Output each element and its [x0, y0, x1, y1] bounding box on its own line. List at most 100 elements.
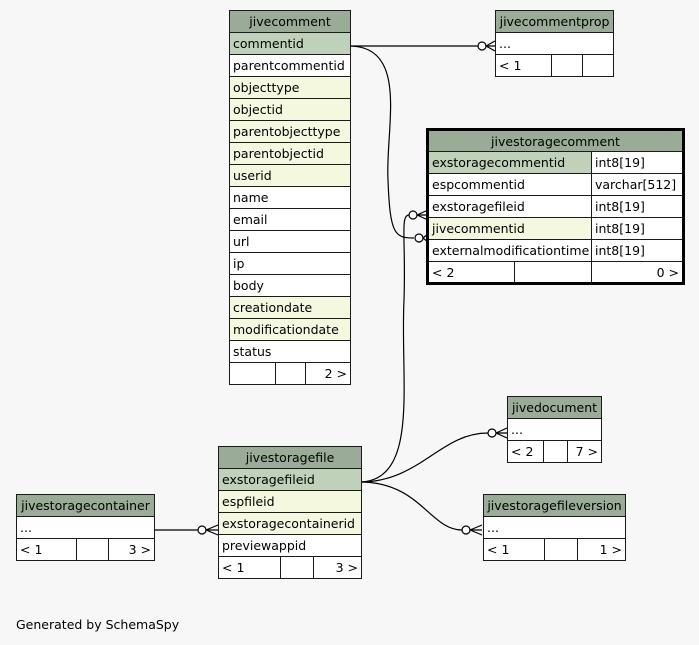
- column-name: userid: [228, 164, 352, 187]
- table-jivecommentprop[interactable]: jivecommentprop...< 1: [495, 10, 614, 77]
- column-row[interactable]: ...: [495, 32, 614, 55]
- column-type: int8[19]: [591, 151, 684, 174]
- column-row[interactable]: body: [228, 274, 352, 297]
- table-title: jivestoragefileversion: [482, 494, 627, 517]
- column-name: body: [228, 274, 352, 297]
- relationship-counts-row: < 2 7 >: [507, 440, 602, 463]
- column-name: espfileid: [217, 490, 363, 513]
- column-row[interactable]: ...: [507, 418, 602, 441]
- optional-marker: [414, 233, 424, 243]
- column-name: url: [228, 230, 352, 253]
- parents-count[interactable]: < 1: [16, 538, 77, 561]
- spacer-cell: [544, 538, 578, 561]
- column-row[interactable]: url: [228, 230, 352, 253]
- optional-marker: [408, 210, 418, 220]
- spacer-cell: [76, 538, 109, 561]
- parents-count[interactable]: < 2: [507, 440, 544, 463]
- column-name: ...: [507, 418, 602, 441]
- relationship-counts-row: < 2 0 >: [427, 261, 684, 284]
- column-name: commentid: [228, 32, 352, 55]
- column-row[interactable]: modificationdate: [228, 318, 352, 341]
- optional-marker: [487, 428, 497, 438]
- column-row[interactable]: ...: [482, 516, 627, 539]
- children-count[interactable]: 3 >: [108, 538, 155, 561]
- table-title: jivestoragecontainer: [16, 494, 155, 517]
- crows-foot-marker: [495, 427, 508, 439]
- column-row[interactable]: espfileid: [217, 490, 363, 513]
- table-jivestoragecontainer[interactable]: jivestoragecontainer...< 1 3 >: [16, 494, 155, 561]
- column-row[interactable]: objecttype: [228, 76, 352, 99]
- optional-marker: [197, 525, 207, 535]
- column-name: creationdate: [228, 296, 352, 319]
- children-count[interactable]: 7 >: [567, 440, 602, 463]
- column-name: ip: [228, 252, 352, 275]
- parents-count[interactable]: [229, 362, 276, 385]
- column-row[interactable]: creationdate: [228, 296, 352, 319]
- table-jivestoragefileversion[interactable]: jivestoragefileversion...< 1 1 >: [482, 494, 627, 561]
- column-row[interactable]: userid: [228, 164, 352, 187]
- relationship-counts-row: < 1 3 >: [218, 556, 363, 579]
- parents-count[interactable]: < 1: [483, 538, 545, 561]
- column-row[interactable]: commentid: [228, 32, 352, 55]
- column-row[interactable]: parentcommentid: [228, 54, 352, 77]
- column-name: espcommentid: [427, 173, 592, 196]
- column-row[interactable]: email: [228, 208, 352, 231]
- column-row[interactable]: name: [228, 186, 352, 209]
- column-row[interactable]: parentobjecttype: [228, 120, 352, 143]
- table-title: jivestoragecomment: [427, 129, 684, 152]
- parents-count[interactable]: < 1: [495, 54, 552, 77]
- column-name: parentobjectid: [228, 142, 352, 165]
- column-row[interactable]: exstoragecontainerid: [217, 512, 363, 535]
- column-row[interactable]: exstoragefileid: [217, 468, 363, 491]
- optional-marker: [477, 41, 487, 51]
- column-name: ...: [16, 516, 155, 539]
- column-name: exstoragefileid: [217, 468, 363, 491]
- children-count[interactable]: 3 >: [312, 556, 363, 579]
- table-title: jivecomment: [228, 10, 352, 33]
- spacer-cell: [275, 362, 306, 385]
- edge-comment-to-storagecomment: [348, 45, 415, 239]
- crows-foot-marker: [205, 524, 219, 536]
- column-name: parentobjecttype: [228, 120, 352, 143]
- crows-foot-marker: [485, 40, 496, 52]
- relationship-counts-row: < 1 1 >: [483, 538, 627, 561]
- column-name: modificationdate: [228, 318, 352, 341]
- column-type: int8[19]: [591, 195, 684, 218]
- column-name: externalmodificationtime: [427, 239, 592, 262]
- children-count[interactable]: [582, 54, 614, 77]
- column-name: exstoragecommentid: [427, 151, 592, 174]
- children-count[interactable]: 2 >: [304, 362, 352, 385]
- optional-marker: [461, 525, 471, 535]
- column-name: email: [228, 208, 352, 231]
- edge-storagefile-to-document: [359, 432, 489, 483]
- generated-by-footer: Generated by SchemaSpy: [16, 617, 180, 632]
- parents-count[interactable]: < 1: [218, 556, 281, 579]
- column-type: varchar[512]: [591, 173, 684, 196]
- column-name: ...: [482, 516, 627, 539]
- column-name: exstoragecontainerid: [217, 512, 363, 535]
- column-row[interactable]: status: [228, 340, 352, 363]
- children-count[interactable]: 0 >: [591, 261, 684, 284]
- column-row[interactable]: ...: [16, 516, 155, 539]
- column-name: exstoragefileid: [427, 195, 592, 218]
- table-title: jivestoragefile: [217, 446, 363, 469]
- spacer-cell: [280, 556, 314, 579]
- parents-count[interactable]: < 2: [427, 261, 515, 284]
- column-name: name: [228, 186, 352, 209]
- children-count[interactable]: 1 >: [576, 538, 627, 561]
- column-row[interactable]: previewappid: [217, 534, 363, 557]
- column-row[interactable]: parentobjectid: [228, 142, 352, 165]
- column-row[interactable]: ip: [228, 252, 352, 275]
- column-name: status: [228, 340, 352, 363]
- column-row[interactable]: objectid: [228, 98, 352, 121]
